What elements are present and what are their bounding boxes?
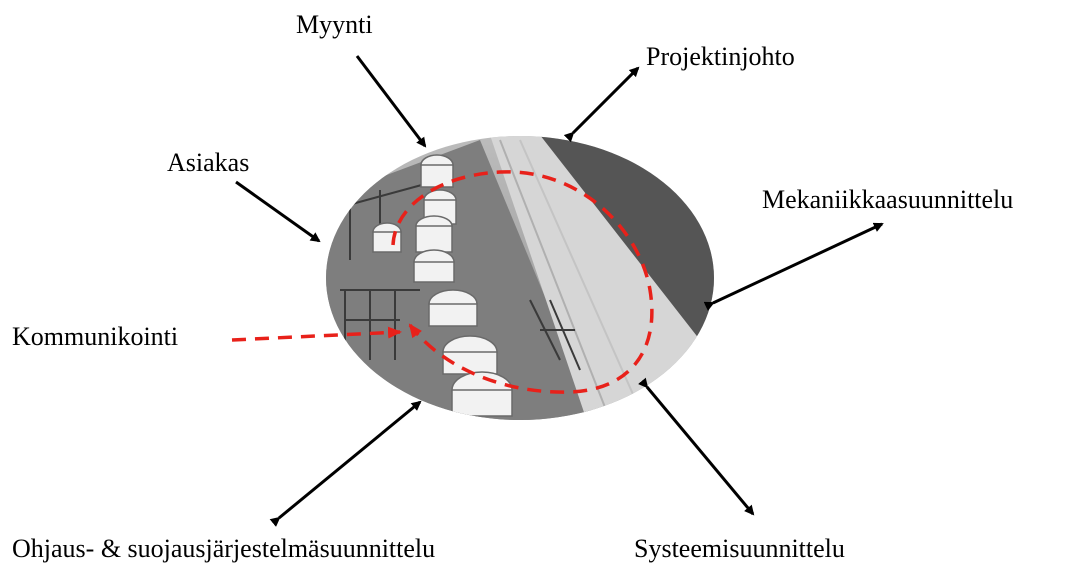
myynti-arrow — [357, 56, 425, 146]
label-systeemi: Systeemisuunnittelu — [634, 536, 845, 562]
mekaniikka-arrow — [713, 224, 882, 303]
label-projektinjohto: Projektinjohto — [646, 44, 795, 70]
systeemi-arrow — [647, 387, 753, 514]
asiakas-arrow — [236, 182, 319, 241]
label-myynti: Myynti — [296, 12, 373, 38]
label-ohjaus: Ohjaus- & suojausjärjestelmäsuunnittelu — [12, 536, 435, 562]
label-mekaniikka: Mekaniikkaasuunnittelu — [762, 187, 1013, 213]
ohjaus-arrow — [279, 402, 420, 518]
label-kommunikointi: Kommunikointi — [12, 324, 178, 350]
substation-photo — [320, 130, 720, 430]
label-asiakas: Asiakas — [167, 150, 249, 176]
projektinjohto-arrow — [573, 68, 638, 133]
